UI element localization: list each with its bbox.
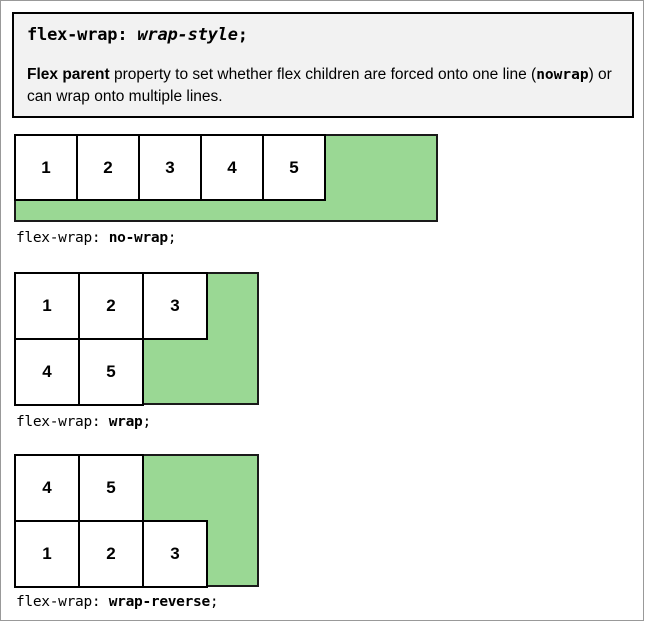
diagram-wrap-reverse: 4 5 1 2 3 (14, 454, 259, 588)
caption-prefix: flex-wrap: (16, 414, 109, 430)
flex-container-no-wrap: 1 2 3 4 5 (14, 134, 438, 222)
caption-prefix: flex-wrap: (16, 594, 109, 610)
flex-item: 3 (142, 272, 208, 340)
flex-item: 3 (138, 134, 202, 201)
caption-value: no-wrap (108, 230, 168, 246)
caption-semicolon: ; (142, 414, 151, 430)
flex-item: 4 (200, 134, 264, 201)
flex-line: 4 5 (14, 338, 208, 406)
flex-item: 1 (14, 272, 80, 340)
flex-items-group: 1 2 3 4 5 (14, 272, 208, 406)
caption-semicolon: ; (167, 230, 177, 246)
description-text-2: ) or can wrap onto multiple lines. (27, 66, 612, 105)
flex-container-wrap-reverse: 4 5 1 2 3 (14, 454, 259, 588)
diagram-wrap: 1 2 3 4 5 (14, 272, 259, 406)
flex-item: 2 (78, 520, 144, 588)
flex-items-group: 4 5 1 2 3 (14, 454, 208, 588)
description-text-1: property to set whether flex children ar… (109, 66, 537, 83)
flex-line: 1 2 3 (14, 272, 208, 340)
flex-line: 1 2 3 4 5 (14, 134, 326, 201)
caption-prefix: flex-wrap: (16, 230, 109, 246)
syntax-value-placeholder: wrap-style (137, 25, 238, 45)
flex-item: 5 (78, 338, 144, 406)
flex-item: 2 (76, 134, 140, 201)
flex-item: 2 (78, 272, 144, 340)
flex-line: 1 2 3 (14, 520, 208, 588)
flex-item: 5 (78, 454, 144, 522)
caption-value: wrap-reverse (108, 594, 210, 610)
flex-line: 4 5 (14, 454, 208, 522)
flex-items-group: 1 2 3 4 5 (14, 134, 326, 201)
flex-container-wrap: 1 2 3 4 5 (14, 272, 259, 406)
caption-semicolon: ; (209, 594, 219, 610)
flex-item: 4 (14, 338, 80, 406)
definition-description: Flex parent property to set whether flex… (27, 64, 620, 107)
flex-item: 3 (142, 520, 208, 588)
flex-item: 1 (14, 134, 78, 201)
syntax-property: flex-wrap: (27, 25, 138, 45)
caption-wrap-reverse: flex-wrap: wrap-reverse; (16, 594, 219, 610)
flex-item: 5 (262, 134, 326, 201)
description-keyword-nowrap: nowrap (536, 67, 589, 83)
diagram-no-wrap: 1 2 3 4 5 (14, 134, 438, 222)
syntax-semicolon: ; (237, 25, 248, 45)
caption-no-wrap: flex-wrap: no-wrap; (16, 230, 177, 246)
flex-item: 1 (14, 520, 80, 588)
caption-wrap: flex-wrap: wrap; (16, 414, 151, 430)
definition-box: flex-wrap: wrap-style; Flex parent prope… (12, 12, 634, 118)
syntax-line: flex-wrap: wrap-style; (27, 25, 620, 45)
caption-value: wrap (108, 414, 143, 430)
flex-item: 4 (14, 454, 80, 522)
description-subject: Flex parent (27, 66, 110, 83)
